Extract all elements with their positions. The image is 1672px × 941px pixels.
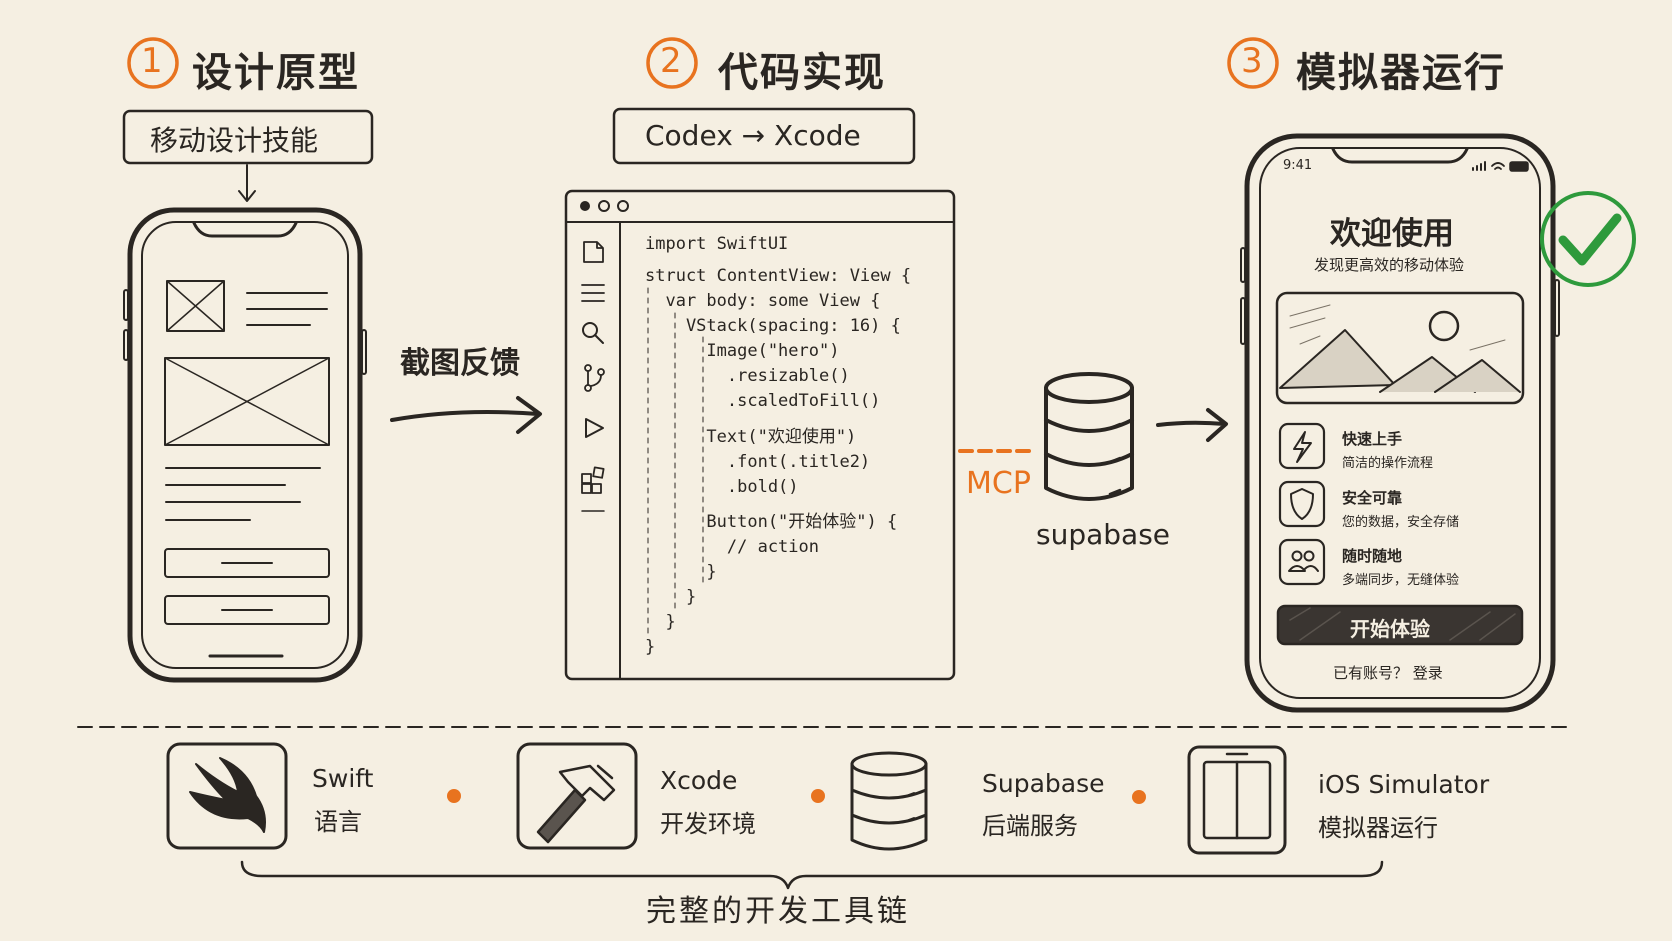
status-time: 9:41	[1283, 158, 1313, 173]
tool-simulator-name: iOS Simulator	[1318, 770, 1490, 799]
code-line-7: .scaledToFill()	[645, 391, 881, 411]
code-line-3: var body: some View {	[645, 291, 881, 311]
lightning-icon	[1293, 431, 1312, 463]
feature-2-desc: 您的数据，安全存储	[1342, 515, 1460, 530]
step-2-title: 代码实现	[718, 50, 886, 96]
tool-simulator-sub: 模拟器运行	[1318, 814, 1438, 842]
tool-xcode-name: Xcode	[660, 766, 738, 795]
feature-box-3	[1278, 538, 1326, 586]
start-button-shape	[1276, 604, 1524, 646]
step-3-number: 3	[1241, 41, 1263, 81]
feature-1-desc: 简洁的操作流程	[1342, 456, 1434, 471]
code-line-11: Button("开始体验") {	[645, 512, 898, 532]
code-editor-window	[564, 189, 956, 681]
tool-swift-name: Swift	[312, 764, 374, 793]
tool-separator-dot-1	[447, 789, 461, 803]
tag-box-2	[612, 107, 916, 165]
tag-down-arrow	[238, 164, 256, 202]
feature-3-title: 随时随地	[1342, 547, 1403, 565]
simulator-icon	[1202, 752, 1272, 840]
feature-2-title: 安全可靠	[1342, 489, 1403, 507]
search-icon	[582, 322, 598, 338]
feature-box-1	[1278, 422, 1326, 470]
code-line-4: VStack(spacing: 16) {	[645, 316, 901, 336]
run-arrow	[1156, 408, 1228, 442]
menu-icon	[581, 284, 605, 302]
play-icon	[585, 418, 604, 438]
step-3-circle	[1227, 37, 1279, 89]
start-button[interactable]: 开始体验	[1350, 617, 1430, 641]
tool-supabase-sub: 后端服务	[982, 812, 1078, 840]
extensions-icon	[581, 466, 605, 494]
check-icon	[1558, 213, 1622, 266]
code-line-1: import SwiftUI	[645, 234, 789, 254]
supabase-label: supabase	[1036, 518, 1171, 551]
step-3-title: 模拟器运行	[1296, 50, 1506, 96]
login-link[interactable]: 已有账号？ 登录	[1333, 664, 1443, 682]
step-1-circle	[127, 37, 179, 89]
supabase-icon-box	[870, 744, 988, 848]
shield-icon	[1290, 488, 1314, 520]
success-check-circle	[1540, 191, 1636, 287]
feature-1-title: 快速上手	[1342, 430, 1403, 448]
code-line-16: }	[645, 637, 656, 657]
screenshot-feedback-label: 截图反馈	[400, 346, 520, 381]
tool-separator-dot-3	[1132, 790, 1146, 804]
code-line-9: .font(.title2)	[645, 452, 871, 472]
code-line-2: struct ContentView: View {	[645, 266, 912, 286]
code-line-14: }	[645, 587, 697, 607]
xcode-icon-box	[516, 742, 638, 850]
step-2-circle	[646, 37, 698, 89]
file-icon	[583, 241, 604, 263]
tag-codex-xcode: Codex → Xcode	[645, 119, 861, 152]
tag-box-1	[122, 109, 374, 165]
step-1-title: 设计原型	[192, 50, 360, 96]
code-line-8: Text("欢迎使用")	[645, 427, 857, 447]
tool-separator-dot-2	[811, 789, 825, 803]
branch-icon	[584, 364, 605, 392]
supabase-database-icon	[1044, 372, 1134, 501]
code-line-10: .bold()	[645, 477, 799, 497]
hero-image	[1275, 291, 1525, 405]
mcp-label: MCP	[966, 466, 1031, 501]
code-line-12: // action	[645, 537, 819, 557]
welcome-subtitle: 发现更高效的移动体验	[1314, 256, 1465, 274]
step-2-number: 2	[660, 41, 682, 81]
tag-mobile-design-skill: 移动设计技能	[150, 124, 319, 157]
step-1-number: 1	[141, 41, 163, 81]
code-line-13: }	[645, 562, 717, 582]
simulator-icon-box	[1187, 745, 1287, 855]
users-icon	[1288, 550, 1319, 572]
toolchain-brace	[240, 860, 1384, 890]
tool-swift-sub: 语言	[314, 808, 362, 836]
feature-3-desc: 多端同步，无缝体验	[1342, 573, 1460, 588]
toolchain-caption: 完整的开发工具链	[646, 894, 910, 929]
database-icon	[850, 751, 928, 851]
code-line-15: }	[645, 612, 676, 632]
feedback-arrow	[390, 396, 542, 434]
wireframe-phone	[123, 207, 367, 683]
swift-icon-box	[166, 742, 288, 850]
simulator-phone	[1240, 133, 1560, 713]
hammer-icon	[536, 764, 616, 844]
swift-icon	[189, 757, 266, 833]
code-line-6: .resizable()	[645, 366, 850, 386]
tool-supabase-name: Supabase	[982, 769, 1105, 798]
welcome-title: 欢迎使用	[1330, 216, 1454, 252]
code-line-5: Image("hero")	[645, 341, 840, 361]
feature-box-2	[1278, 480, 1326, 528]
tool-xcode-sub: 开发环境	[660, 810, 756, 838]
